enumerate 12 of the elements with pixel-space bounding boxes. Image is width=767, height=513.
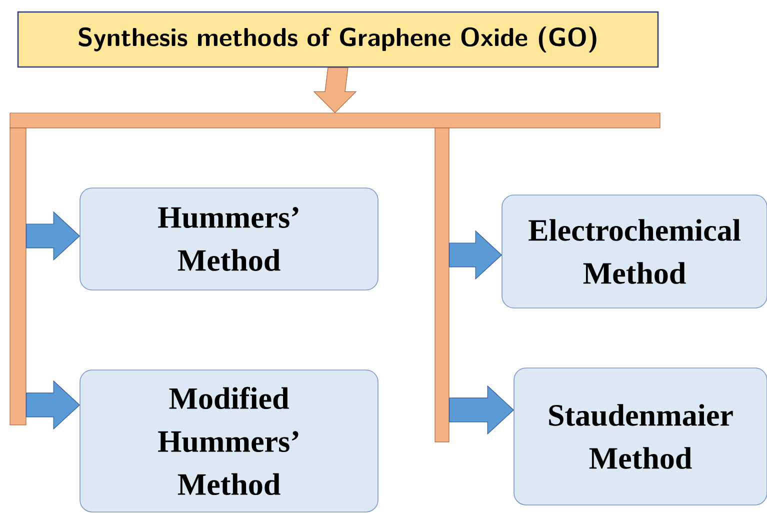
block-arrow (26, 380, 80, 430)
method-box: Hummers’ Method (80, 188, 378, 290)
method-box: Staudenmaier Method (514, 368, 767, 506)
block-arrow (26, 211, 80, 261)
block-arrow (313, 67, 357, 114)
bar (434, 128, 450, 442)
block-arrow (449, 230, 502, 280)
title-box: Synthesis methods of Graphene Oxide (GO) (17, 11, 659, 68)
block-arrow (449, 385, 514, 435)
bar (10, 128, 26, 426)
method-box: Electrochemical Method (502, 194, 767, 308)
method-box: Modified Hummers’ Method (80, 370, 378, 512)
